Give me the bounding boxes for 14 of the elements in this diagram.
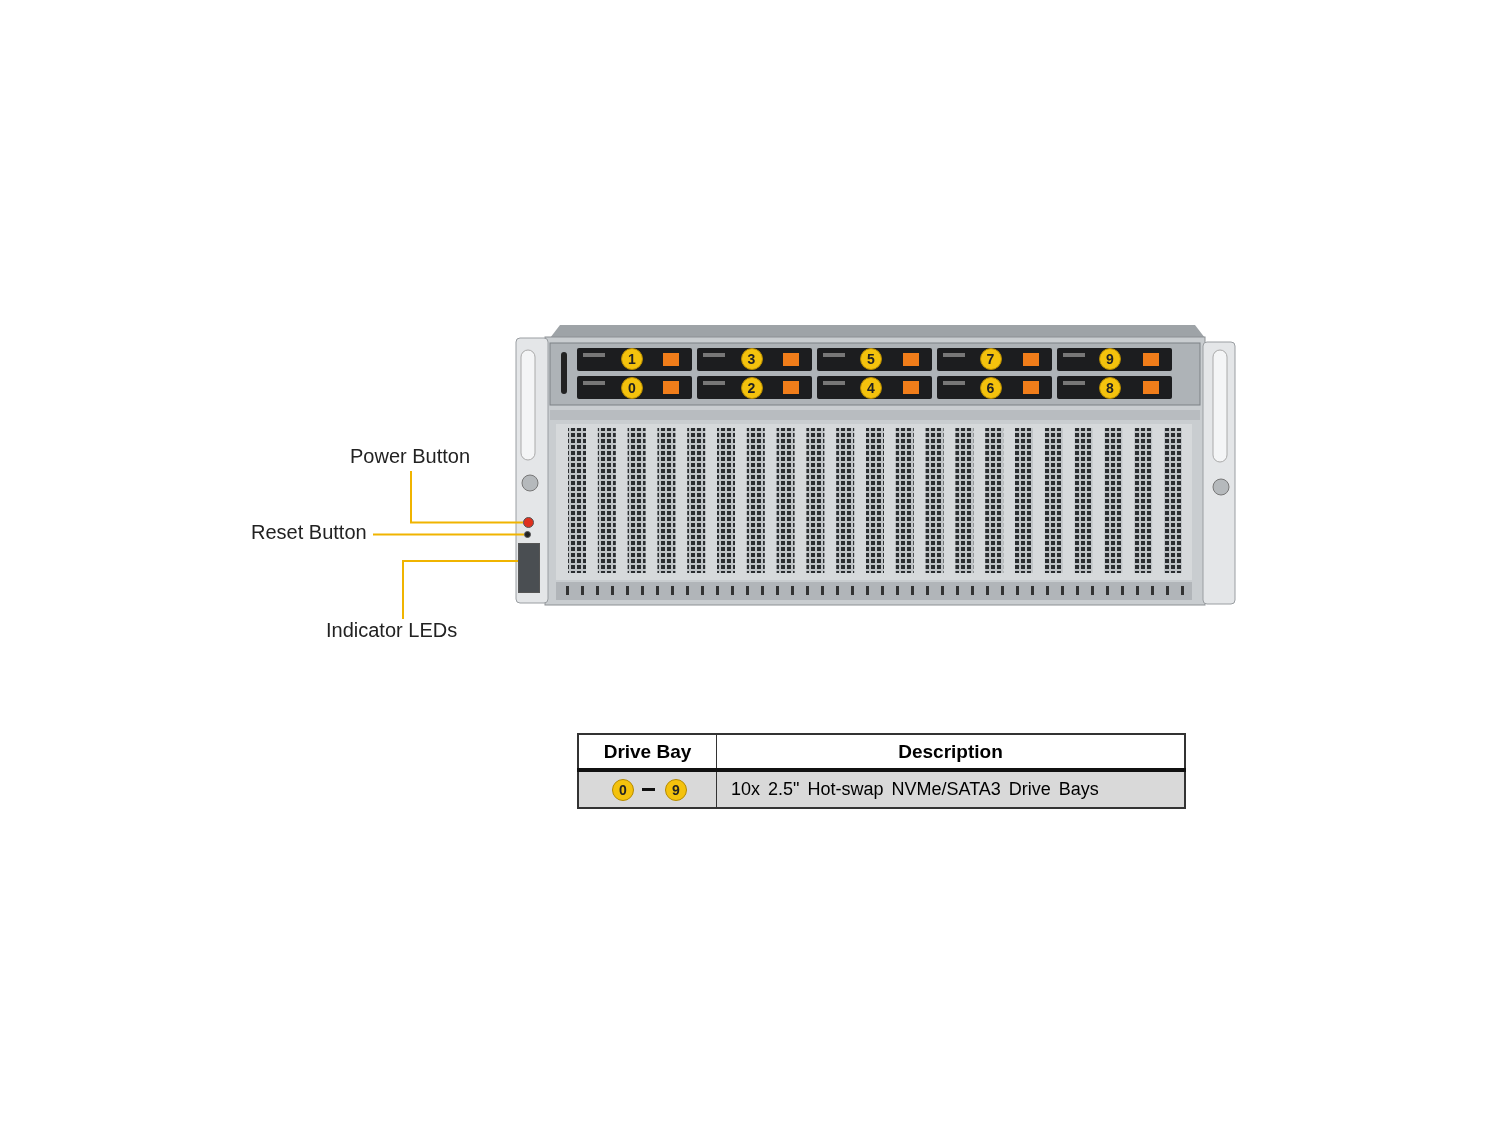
leader-line	[372, 533, 525, 536]
table-header: Drive Bay	[578, 734, 717, 770]
part-label: Power Button	[350, 445, 478, 471]
table-header: Description	[716, 734, 1185, 770]
indicator-led-panel	[518, 543, 540, 593]
power-button	[523, 517, 534, 528]
callout-number: 9	[665, 779, 687, 801]
part-label: Reset Button	[251, 521, 373, 547]
part-label: Indicator LEDs	[326, 619, 468, 645]
callout-number: 0	[612, 779, 634, 801]
leader-line	[402, 560, 519, 620]
reset-button	[524, 531, 531, 538]
table-cell: 10x 2.5" Hot-swap NVMe/SATA3 Drive Bays	[716, 770, 1185, 808]
leader-line	[410, 470, 524, 524]
